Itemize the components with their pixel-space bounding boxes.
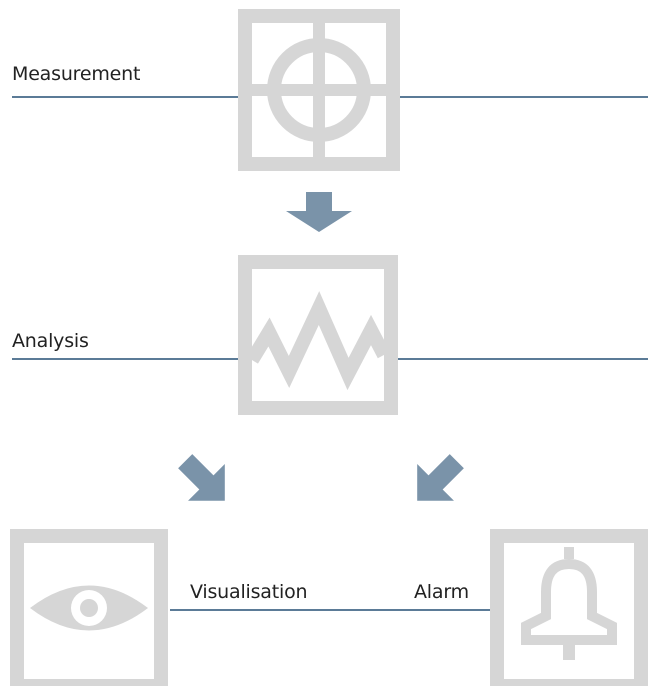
analysis-label: Analysis	[12, 330, 89, 352]
arrow-down-right-icon	[178, 454, 225, 501]
bell-icon	[490, 529, 648, 686]
zigzag-signal-icon	[238, 255, 398, 415]
eye-icon	[10, 529, 168, 686]
measurement-label: Measurement	[12, 63, 141, 85]
alarm-label: Alarm	[414, 581, 469, 603]
crosshair-icon	[238, 9, 400, 171]
visualisation-label: Visualisation	[190, 581, 308, 603]
arrow-down-icon	[286, 192, 352, 232]
arrow-down-left-icon	[417, 454, 464, 501]
